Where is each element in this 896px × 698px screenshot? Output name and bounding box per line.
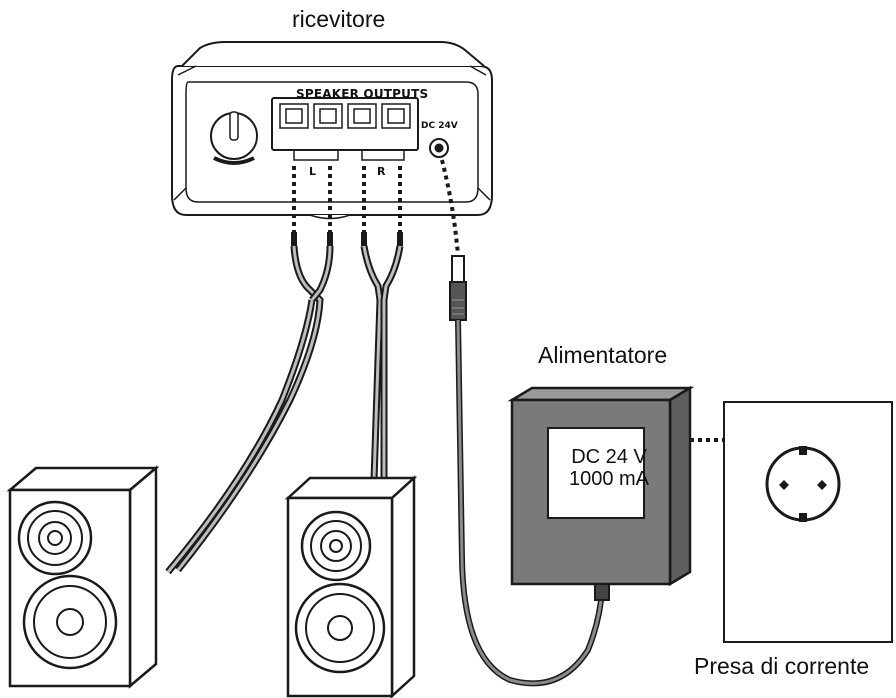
adapter-voltage: DC 24 V (571, 446, 647, 468)
speaker-wires (165, 166, 404, 575)
receiver-icon (171, 41, 493, 220)
speaker-icon (6, 465, 160, 689)
volume-knob-icon (210, 111, 258, 165)
speaker-outputs-label: SPEAKER OUTPUTS (296, 87, 429, 101)
left-channel-label: L (309, 165, 317, 178)
power-cable (455, 319, 605, 687)
speaker-icon (284, 475, 418, 698)
adapter-spec-label: DC 24 V 1000 mA (556, 446, 662, 490)
wall-socket-icon (723, 401, 893, 643)
power-outlet-label: Presa di corrente (694, 653, 870, 679)
dc-plug-icon (440, 159, 467, 321)
dc-input-label: DC 24V (421, 121, 458, 131)
adapter-current: 1000 mA (568, 468, 650, 490)
receiver-label: ricevitore (292, 6, 386, 32)
power-adapter-icon (507, 385, 695, 601)
power-adapter-label: Alimentatore (538, 342, 668, 368)
right-channel-label: R (377, 165, 386, 178)
